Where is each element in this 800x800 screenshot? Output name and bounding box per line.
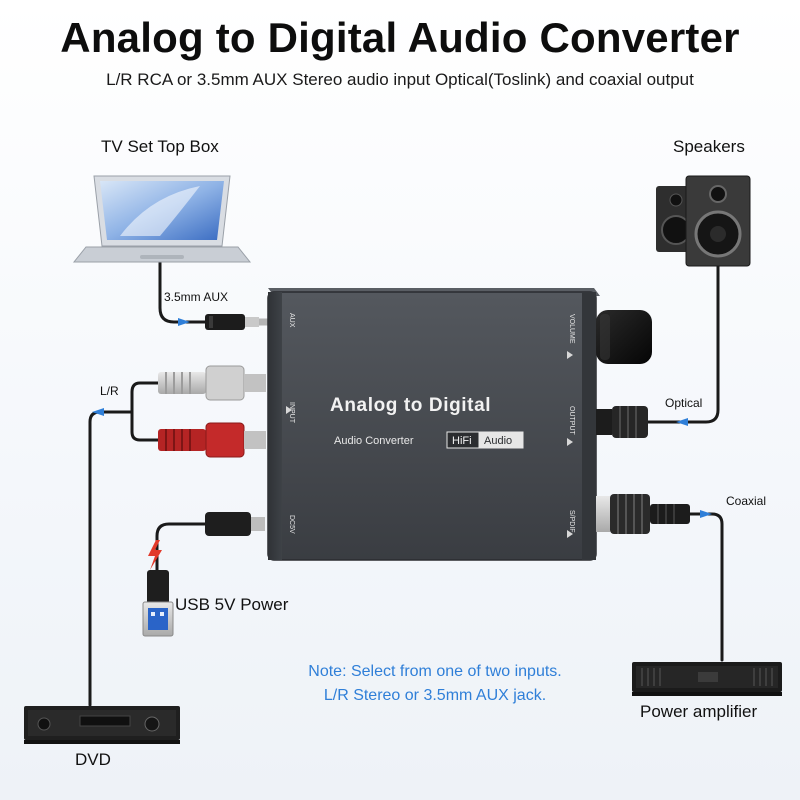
label-optical-cable: Optical	[665, 396, 703, 410]
label-dvd: DVD	[75, 750, 111, 769]
arrow-optical	[676, 418, 688, 426]
label-coaxial-cable: Coaxial	[726, 494, 767, 508]
coaxial-plug	[596, 494, 690, 534]
cable-arrows	[92, 318, 712, 518]
note-line-2: L/R Stereo or 3.5mm AUX jack.	[323, 687, 547, 704]
usb-plug	[142, 570, 174, 637]
usb-cable	[155, 522, 207, 576]
converter-brand-subtitle: Audio Converter	[334, 435, 414, 447]
rca-red-plug	[158, 422, 266, 458]
label-lr-cable: L/R	[100, 384, 119, 398]
power-bolt-icon	[148, 540, 162, 570]
arrow-coaxial	[700, 510, 712, 518]
rca-white-plug	[158, 365, 266, 401]
port-label-dc5v: DC5V	[288, 515, 295, 534]
page-title: Analog to Digital Audio Converter	[60, 14, 740, 61]
dvd-device	[24, 706, 180, 744]
hifi-audio-badge: HiFi Audio	[446, 431, 524, 449]
optical-plug	[596, 406, 648, 438]
label-power-amplifier: Power amplifier	[640, 702, 758, 721]
page-subtitle: L/R RCA or 3.5mm AUX Stereo audio input …	[106, 70, 694, 89]
rca-join-cable	[130, 381, 160, 442]
power-amplifier-device	[632, 662, 782, 696]
speakers-device	[656, 175, 751, 267]
badge-hifi: HiFi	[452, 435, 472, 447]
label-aux-cable: 3.5mm AUX	[164, 290, 229, 304]
lr-cable	[88, 410, 134, 707]
port-label-volume: VOLUME	[568, 314, 575, 344]
arrow-aux	[178, 318, 190, 326]
optical-cable	[646, 260, 720, 424]
label-speakers: Speakers	[673, 137, 745, 156]
port-label-output: OUTPUT	[568, 406, 575, 436]
label-usb-power: USB 5V Power	[175, 595, 289, 614]
arrow-lr	[92, 408, 104, 416]
port-label-input: INPUT	[288, 402, 295, 424]
converter-box	[267, 288, 600, 561]
input-selection-note: Note: Select from one of two inputs. L/R…	[270, 660, 600, 708]
converter-brand-title: Analog to Digital	[330, 395, 491, 416]
volume-knob[interactable]	[596, 310, 652, 364]
laptop-device	[72, 175, 252, 263]
port-arrows	[286, 351, 573, 538]
label-tv-set-top-box: TV Set Top Box	[101, 137, 219, 156]
port-label-aux: AUX	[288, 313, 295, 328]
dc5v-plug	[205, 512, 265, 536]
badge-audio: Audio	[484, 435, 512, 447]
aux-cable	[158, 256, 207, 324]
coaxial-cable	[688, 512, 724, 662]
note-line-1: Note: Select from one of two inputs.	[308, 663, 562, 680]
port-label-spdif: S/PDIF	[568, 510, 575, 533]
aux-plug	[205, 314, 269, 330]
